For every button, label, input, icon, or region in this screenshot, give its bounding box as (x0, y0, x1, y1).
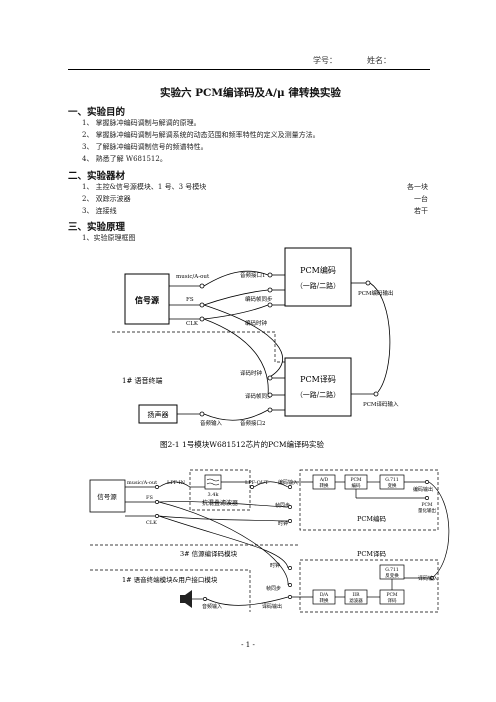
pcm-encoder-label: PCM编码 (300, 265, 336, 275)
pcm-enc-sub: 编码 (352, 482, 361, 489)
clock2-label: 时钟 (270, 562, 280, 569)
pcm-decoder-label: PCM译码 (300, 375, 336, 384)
filter-frame (189, 469, 251, 511)
list-item-qty: 若干 (414, 207, 428, 215)
g711-enc-sub: 变换 (388, 482, 397, 489)
pcm-dec-sub: 译码 (388, 597, 397, 604)
fs-label: FS (186, 297, 194, 303)
page-number: - 1 - (241, 641, 255, 649)
fig2-clk-label: CLK (146, 520, 157, 526)
module3-label: 3# 信源编译码模块 (180, 549, 238, 558)
list-item: 2、 掌握脉冲编码调制与解调系统的动态范围和频率特性的定义及测量方法。 (82, 131, 320, 139)
iir-title: IIR (353, 592, 361, 598)
pcm-enc-title: PCM (350, 477, 361, 483)
speaker-icon (180, 595, 185, 603)
dec-clk-label: 译码时钟 (240, 369, 263, 377)
student-id-label: 学号： (313, 56, 337, 65)
filter-freq-label: 3.4k (208, 492, 220, 498)
pcm-quant-sub: 量化输出 (418, 507, 436, 514)
dec-out-label: 译码输出 (262, 603, 282, 610)
list-item: 1、 掌握脉冲编码调制与解调的原理。 (82, 119, 201, 127)
terminal-if-label: 1# 语音终端模块&用户接口模块 (122, 575, 218, 584)
dec-in-label: 译码输入 (418, 575, 438, 582)
frame-sync2-label: 帧同步 (266, 585, 281, 592)
music-out-label: music/A-out (176, 274, 210, 280)
audio-in1-label: 音频接口1 (240, 271, 266, 279)
speaker-label: 扬声器 (148, 410, 169, 419)
dec-fs-label: 译码帧同步 (245, 392, 273, 400)
clock-label: 时钟 (278, 520, 288, 527)
enc-in-label: 编码输入 (278, 479, 298, 486)
subsection-title: 1、实验原理框图 (82, 234, 136, 242)
pcm-decoder-box (284, 357, 352, 417)
filter-icon (204, 474, 222, 490)
ad-title: A/D (319, 477, 329, 483)
list-item-qty: 一台 (414, 195, 428, 203)
signal-source-box (124, 273, 170, 325)
iir-sub: 滤波器 (349, 597, 363, 604)
section-title-purpose: 一、实验目的 (68, 107, 126, 118)
signal-source-label: 信号源 (135, 295, 159, 305)
audio-if2-label: 音频接口2 (240, 419, 266, 427)
pcm-encode-frame (299, 469, 439, 531)
pcm-dec-title: PCM (386, 592, 397, 598)
clk-label: CLK (186, 321, 199, 327)
header-rule (68, 69, 430, 70)
section-title-equipment: 二、实验器材 (68, 171, 126, 182)
fig2-music-out-label: music/A-out (127, 480, 157, 486)
list-item: 1、 主控&信号源模块、1 号、3 号模块 (82, 183, 207, 191)
figure-1-caption: 图2-1 1号模块W681512芯片的PCM编译码实验 (160, 439, 325, 449)
g711-dec-sub: 反变换 (385, 572, 399, 579)
list-item: 3、 了解脉冲编码调制信号的频谱特性。 (82, 143, 208, 151)
name-label: 姓名： (367, 56, 391, 65)
fig2-signal-source-box (89, 479, 126, 513)
pcm-encode-label: PCM编码 (357, 514, 387, 523)
lpf-out-label: LPF-OUT (245, 480, 269, 486)
fig2-signal-source-label: 信号源 (97, 492, 117, 501)
enc-fs-label: 编码帧同步 (245, 295, 273, 303)
da-title: D/A (320, 592, 329, 598)
channel1-label: （一路/二路） (296, 281, 340, 290)
pcm-quant-title: PCM (421, 502, 432, 508)
enc-clk-label: 编码时钟 (245, 319, 268, 327)
lpf-in-label: LPF-IN (167, 480, 186, 486)
ad-sub: 转换 (320, 482, 329, 489)
channel2-label: （一路/二路） (296, 390, 340, 399)
pcm-enc-out-label: PCM编码输出 (358, 289, 394, 297)
pcm-dec-in-label: PCM译码输入 (363, 400, 399, 408)
list-item: 2、 双踪示波器 (82, 195, 131, 203)
list-item-qty: 各一块 (407, 183, 428, 191)
fig2-fs-label: FS (146, 495, 153, 501)
terminal-label: 1# 语音终端 (122, 376, 163, 385)
section-title-principle: 三、实验原理 (68, 222, 126, 233)
da-sub: 转换 (320, 597, 329, 604)
list-item: 3、 连接线 (82, 207, 117, 215)
enc-out-label: 编码输出 (413, 486, 433, 493)
g711-enc-title: G.711 (385, 477, 399, 483)
audio-in-label: 音频输入 (202, 603, 222, 610)
g711-dec-title: G.711 (385, 567, 399, 573)
frame-sync-label: 帧同步 (275, 502, 290, 509)
audio-input-label: 音频输入 (200, 419, 223, 427)
list-item: 4、 熟悉了解 W681512。 (82, 155, 167, 163)
pcm-encoder-box (284, 247, 352, 307)
pcm-decode-label: PCM译码 (357, 550, 387, 558)
page-title: 实验六 PCM编译码及A/μ 律转换实验 (160, 87, 341, 99)
